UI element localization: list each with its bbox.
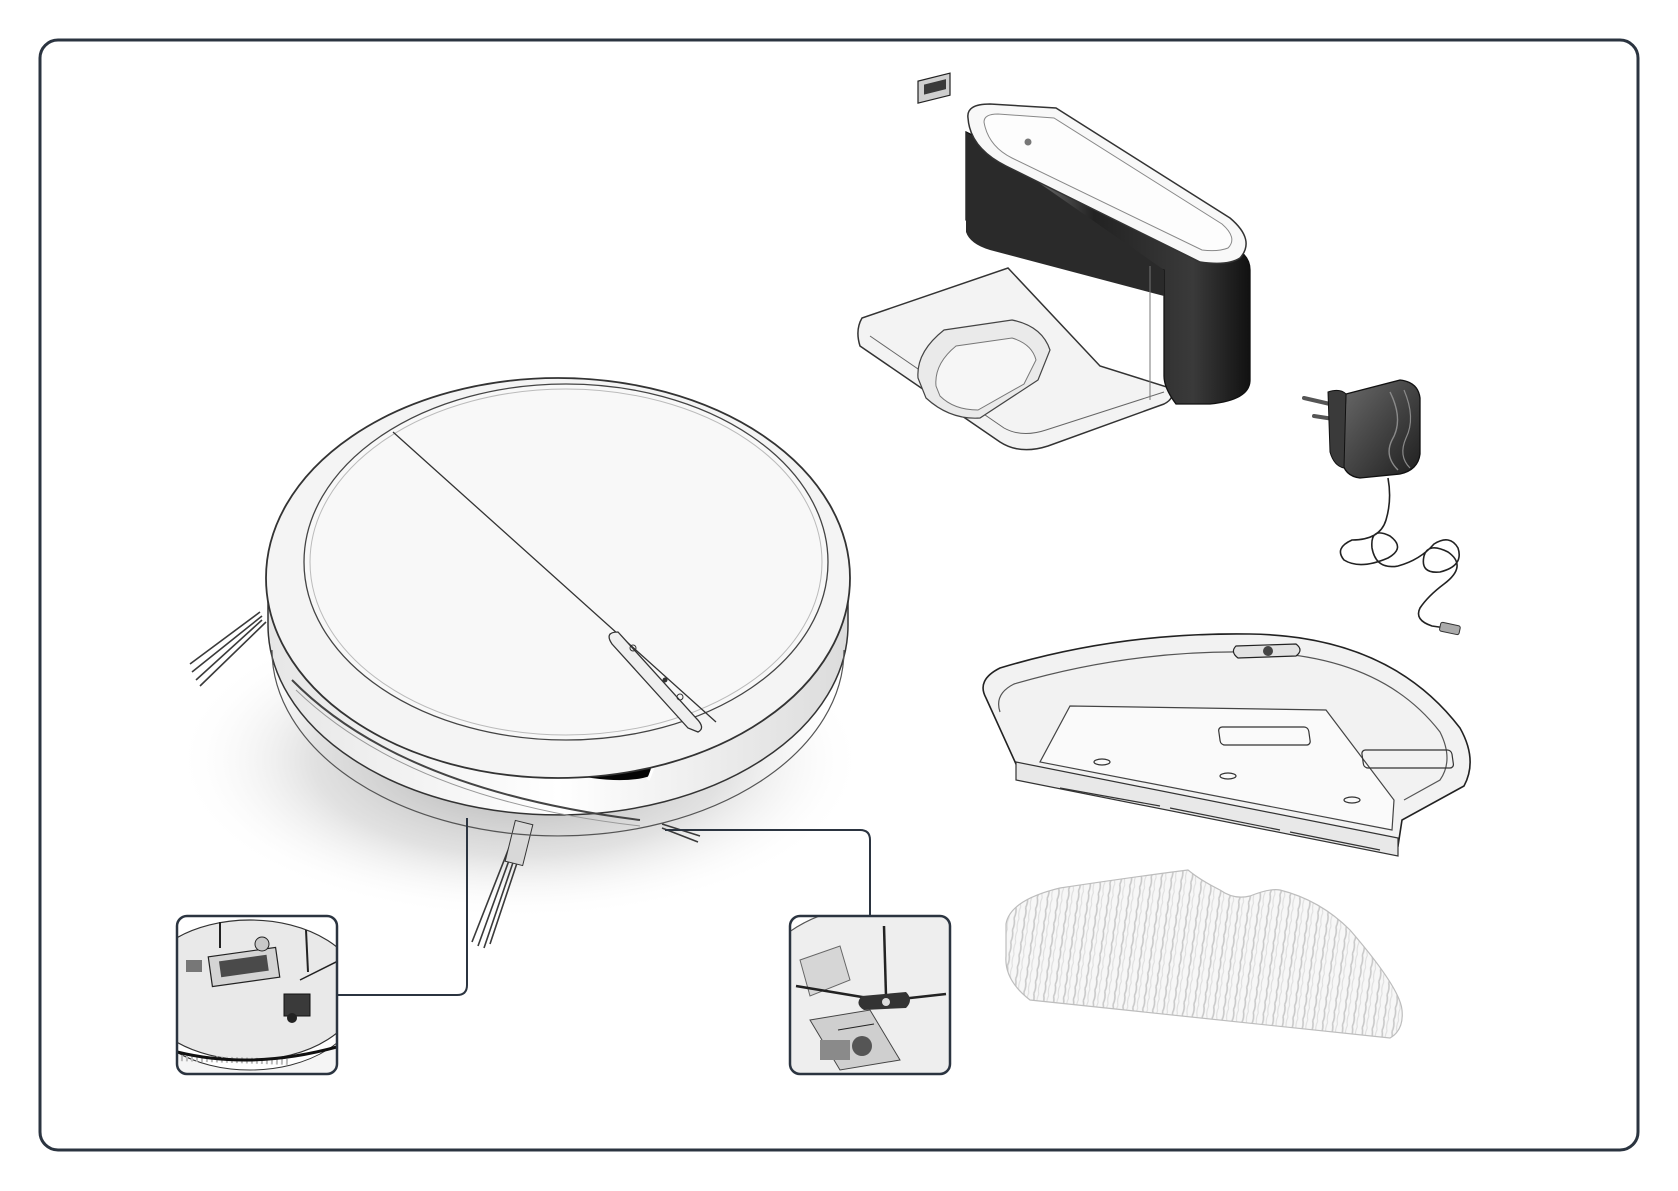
dock-indicator-light [1025, 139, 1032, 146]
